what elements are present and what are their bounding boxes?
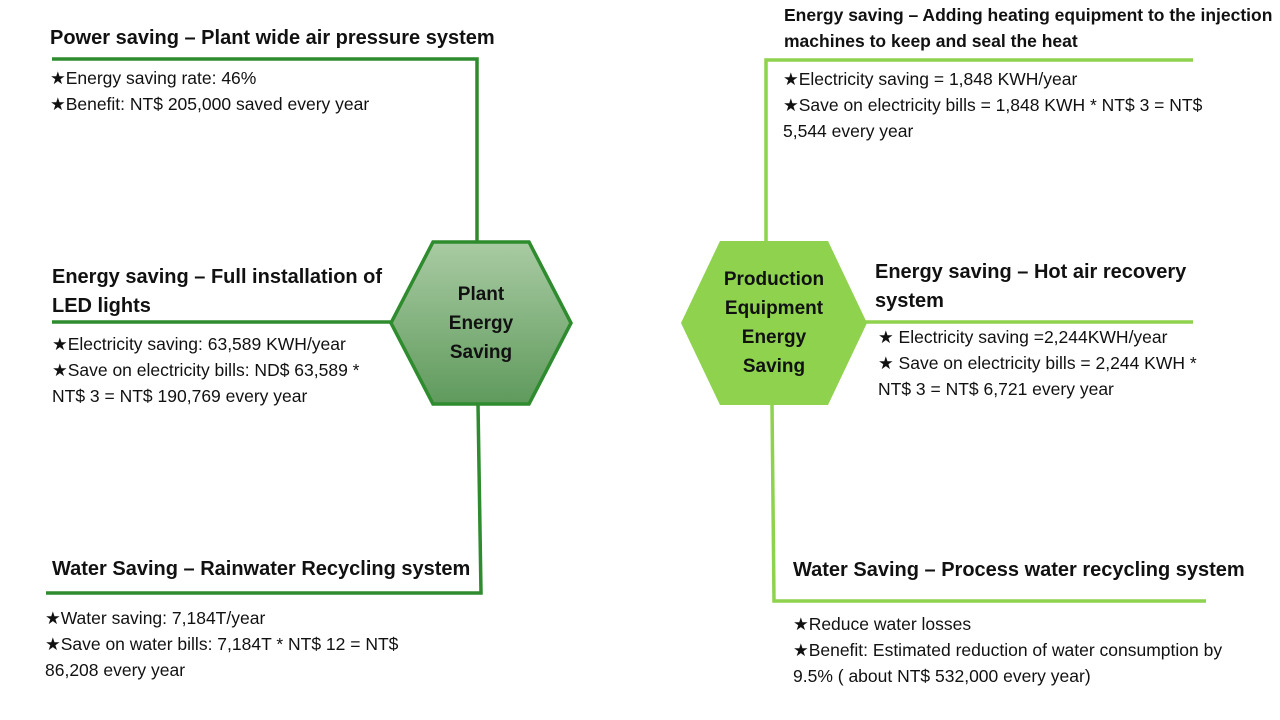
hot-air-details: ★ Electricity saving =2,244KWH/year ★ Sa… — [878, 324, 1233, 402]
hexagon-shape — [389, 240, 573, 406]
connector-rainwater — [46, 403, 483, 595]
connector-process-water — [770, 403, 1206, 603]
heating-title: Energy saving – Adding heating equipment… — [784, 5, 1273, 51]
process-water-title: Water Saving – Process water recycling s… — [793, 559, 1245, 581]
plant-hub-label: Plant Energy Saving — [448, 283, 514, 363]
production-hub-label: Production Equipment Energy Saving — [723, 269, 825, 377]
hot-air-title: Energy saving – Hot air recovery system — [875, 261, 1187, 312]
connector-air-pressure — [52, 57, 479, 242]
connector-heating — [764, 58, 1193, 242]
plant-energy-saving-hexagon: Plant Energy Saving — [389, 240, 573, 406]
detail-line: ★Benefit: NT$ 205,000 saved every year — [50, 94, 370, 114]
rainwater-details: ★Water saving: 7,184T/year ★Save on wate… — [45, 605, 405, 683]
detail-line: ★Energy saving rate: 46% — [50, 68, 257, 88]
detail-line: ★Save on water bills: 7,184T * NT$ 12 = … — [45, 634, 399, 680]
detail-line: ★Save on electricity bills: ND$ 63,589 *… — [52, 360, 360, 406]
detail-line: ★ Save on electricity bills = 2,244 KWH … — [878, 353, 1197, 399]
production-equipment-hexagon: Production Equipment Energy Saving — [680, 240, 868, 406]
process-water-details: ★Reduce water losses ★Benefit: Estimated… — [793, 611, 1263, 689]
heating-details: ★Electricity saving = 1,848 KWH/year ★Sa… — [783, 66, 1213, 144]
detail-line: ★ Electricity saving =2,244KWH/year — [878, 327, 1168, 347]
detail-line: ★Water saving: 7,184T/year — [45, 608, 266, 628]
air-pressure-details: ★Energy saving rate: 46% ★Benefit: NT$ 2… — [50, 65, 470, 117]
detail-line: ★Benefit: Estimated reduction of water c… — [793, 640, 1223, 686]
led-title: Energy saving – Full installation of LED… — [52, 266, 383, 317]
detail-line: ★Electricity saving: 63,589 KWH/year — [52, 334, 346, 354]
detail-line: ★Save on electricity bills = 1,848 KWH *… — [783, 95, 1203, 141]
led-details: ★Electricity saving: 63,589 KWH/year ★Sa… — [52, 331, 387, 409]
detail-line: ★Electricity saving = 1,848 KWH/year — [783, 69, 1078, 89]
detail-line: ★Reduce water losses — [793, 614, 972, 634]
hexagon-shape — [681, 241, 867, 405]
air-pressure-title: Power saving – Plant wide air pressure s… — [50, 27, 495, 49]
rainwater-title: Water Saving – Rainwater Recycling syste… — [52, 558, 471, 580]
